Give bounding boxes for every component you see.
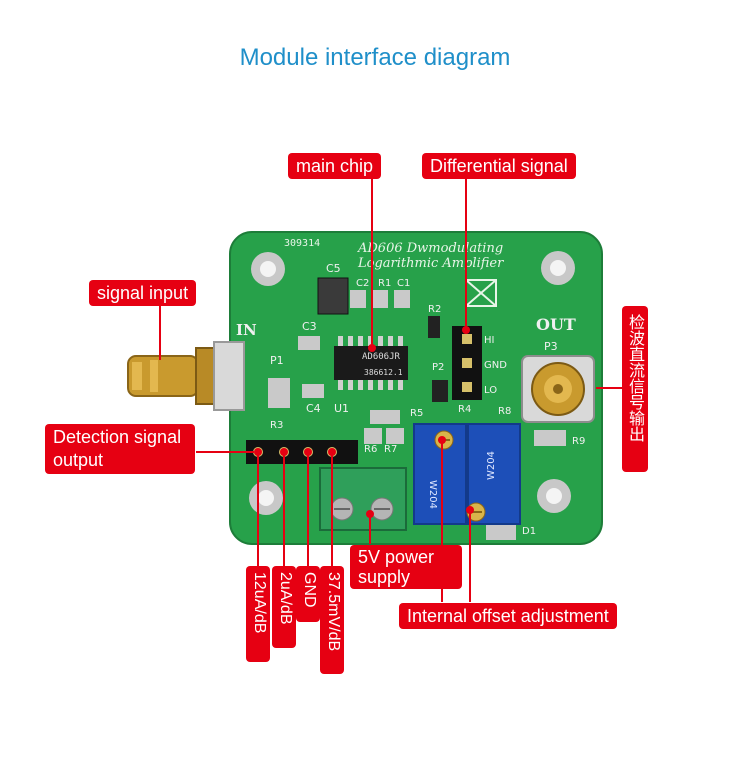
lo-text: LO xyxy=(484,385,497,396)
r7-text: R7 xyxy=(384,444,397,455)
offset-adjustment-label: Internal offset adjustment xyxy=(399,603,617,629)
serial-text: 309314 xyxy=(284,238,320,249)
r5-text: R5 xyxy=(410,408,423,419)
mounting-hole-bl xyxy=(249,481,283,515)
detection-signal-output-label: Detection signal output xyxy=(45,424,195,474)
leader-dots xyxy=(254,326,474,518)
sma-output-connector xyxy=(521,355,595,423)
r2-text: R2 xyxy=(428,304,441,315)
output-pin-header xyxy=(246,440,358,464)
pin-gnd-label: GND xyxy=(296,566,320,622)
sma-input-connector xyxy=(127,341,245,411)
r8-text: R8 xyxy=(498,406,511,417)
r6-text: R6 xyxy=(364,444,377,455)
r4-text: R4 xyxy=(458,404,471,415)
d1-text: D1 xyxy=(522,526,536,537)
mounting-hole-tl xyxy=(251,252,285,286)
c5-text: C5 xyxy=(326,262,341,275)
in-text: IN xyxy=(236,321,257,339)
potentiometer-right: W204 xyxy=(466,423,521,525)
c3-text: C3 xyxy=(302,320,317,333)
gnd-text: GND xyxy=(484,360,507,371)
hi-text: HI xyxy=(484,335,494,346)
power-supply-label: 5V power supply xyxy=(350,545,462,589)
detector-dc-output-label: 检波直流信号输出 xyxy=(622,306,648,472)
main-chip-label: main chip xyxy=(288,153,382,179)
svg-text:AD606JR: AD606JR xyxy=(362,352,401,362)
page-title: Module interface diagram xyxy=(239,44,511,71)
differential-signal-label: Differential signal xyxy=(422,153,576,179)
out-text: OUT xyxy=(536,315,576,334)
mounting-hole-tr xyxy=(541,251,575,285)
r1-text: R1 xyxy=(378,278,391,289)
c1-text: C1 xyxy=(397,278,410,289)
u1-text: U1 xyxy=(334,402,349,415)
p2-text: P2 xyxy=(432,362,444,373)
pin-37mv-label: 37.5mV/dB xyxy=(320,566,344,674)
chip-name-line2: Logarithmic Amplifier xyxy=(357,256,504,271)
svg-text:W204: W204 xyxy=(427,480,438,509)
svg-text:386612.1: 386612.1 xyxy=(364,368,403,377)
p1-text: P1 xyxy=(270,354,284,367)
mounting-hole-br xyxy=(537,479,571,513)
c4-text: C4 xyxy=(306,402,321,415)
c2-text: C2 xyxy=(356,278,369,289)
pin-2ua-label: 2uA/dB xyxy=(272,566,296,648)
signal-input-label: signal input xyxy=(89,280,197,306)
differential-pin-header xyxy=(452,326,482,400)
smd-components xyxy=(268,277,566,540)
svg-text:W204: W204 xyxy=(486,451,497,480)
r9-text: R9 xyxy=(572,436,585,447)
r3-text: R3 xyxy=(270,420,283,431)
chip-name-line1: AD606 Dwmodulating xyxy=(357,241,503,256)
pin-12ua-label: 12uA/dB xyxy=(246,566,270,662)
p3-text: P3 xyxy=(544,340,558,353)
